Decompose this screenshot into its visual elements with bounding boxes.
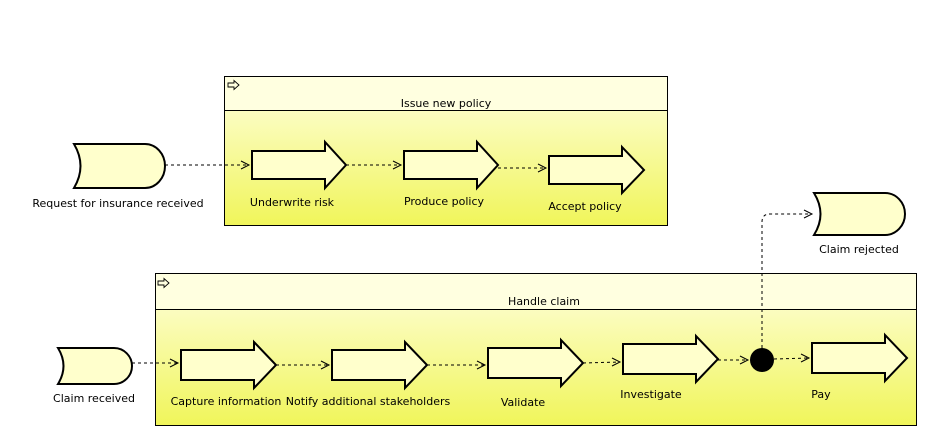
- event-claim-received[interactable]: Claim received: [53, 347, 135, 405]
- process-label: Pay: [811, 388, 831, 401]
- flow-claim-to-capture[interactable]: [132, 358, 180, 368]
- event-request-received[interactable]: Request for insurance received: [32, 143, 204, 210]
- event-label: Claim received: [53, 392, 135, 405]
- event-label: Request for insurance received: [32, 197, 203, 210]
- process-validate[interactable]: Validate: [487, 337, 585, 409]
- flow-produce-to-accept[interactable]: [498, 163, 548, 173]
- process-arrow-icon: [227, 79, 240, 91]
- process-label: Produce policy: [404, 195, 485, 208]
- process-label: Investigate: [620, 388, 682, 401]
- process-notify-stakeholders[interactable]: Notify additional stakeholders: [286, 339, 451, 408]
- process-pay[interactable]: Pay: [811, 332, 909, 401]
- flow-junction-to-claim-rejected[interactable]: [761, 209, 814, 348]
- process-label: Validate: [501, 396, 546, 409]
- process-label: Accept policy: [548, 200, 622, 213]
- flow-validate-to-investigate[interactable]: [582, 357, 622, 367]
- process-accept-policy[interactable]: Accept policy: [548, 144, 646, 213]
- junction-dot-icon[interactable]: [750, 348, 774, 372]
- flow-capture-to-notify[interactable]: [276, 360, 331, 370]
- process-label: Notify additional stakeholders: [286, 395, 451, 408]
- flow-request-to-underwrite[interactable]: [165, 160, 251, 170]
- process-underwrite-risk[interactable]: Underwrite risk: [250, 139, 348, 209]
- flow-investigate-to-junction[interactable]: [718, 355, 750, 365]
- process-produce-policy[interactable]: Produce policy: [403, 139, 500, 208]
- event-label: Claim rejected: [819, 243, 899, 256]
- event-claim-rejected[interactable]: Claim rejected: [812, 192, 906, 256]
- process-investigate[interactable]: Investigate: [620, 333, 720, 401]
- process-arrow-icon: [157, 277, 170, 289]
- process-capture-information[interactable]: Capture information: [171, 339, 282, 408]
- flow-junction-to-pay[interactable]: [773, 353, 811, 363]
- group-title: Issue new policy: [401, 97, 492, 110]
- process-label: Capture information: [171, 395, 282, 408]
- group-issue-new-policy[interactable]: Issue new policy: [224, 76, 668, 226]
- group-title: Handle claim: [508, 295, 580, 308]
- flow-underwrite-to-produce[interactable]: [346, 160, 403, 170]
- flow-notify-to-validate[interactable]: [427, 360, 487, 370]
- process-label: Underwrite risk: [250, 196, 335, 209]
